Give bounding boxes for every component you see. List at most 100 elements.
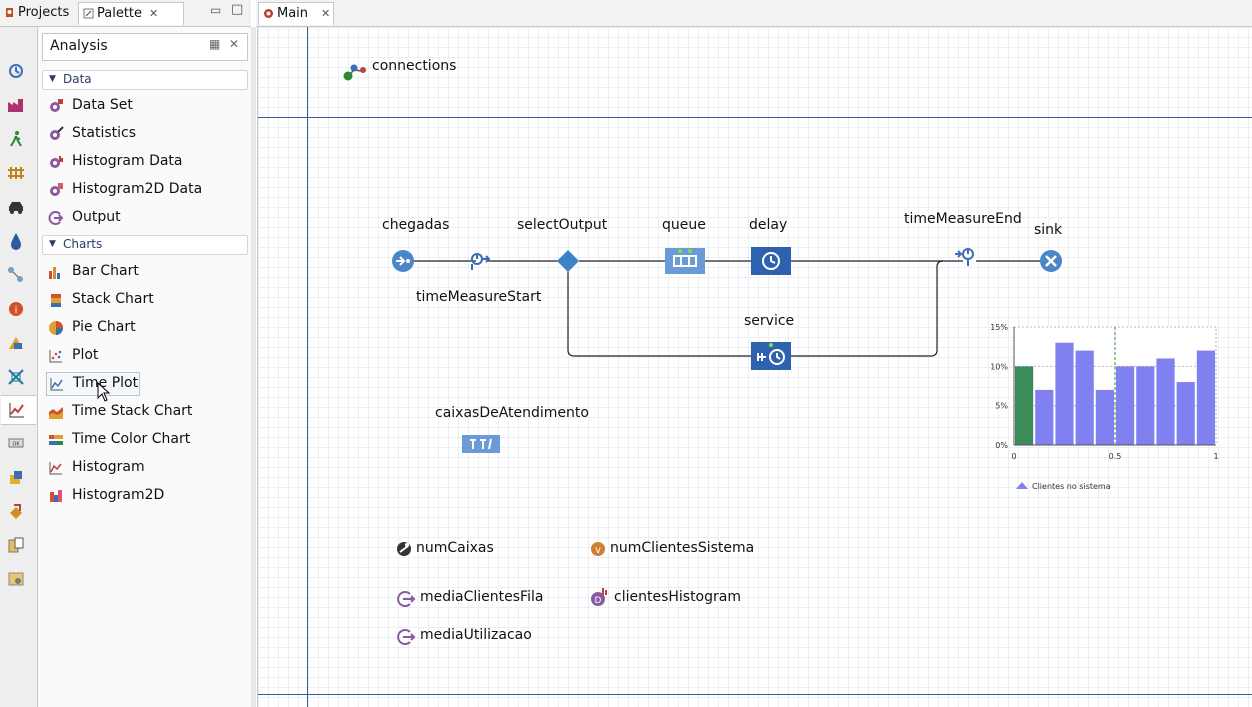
frame-line-vertical <box>307 27 308 707</box>
chart-y-tick-label: 10% <box>990 362 1008 371</box>
my-library-icon[interactable] <box>6 569 26 589</box>
presentation-icon[interactable] <box>6 333 26 353</box>
connectivity-icon[interactable] <box>6 535 26 555</box>
palette-item-pie-chart[interactable]: Pie Chart <box>46 317 246 339</box>
palette-item-time-color-chart[interactable]: Time Color Chart <box>46 429 246 451</box>
palette-item-histogram[interactable]: Histogram <box>46 457 246 479</box>
view-mode-icon[interactable]: ▦ <box>209 37 221 51</box>
statechart-icon[interactable] <box>6 265 26 285</box>
palette-item-label: Histogram2D <box>72 487 165 503</box>
process-library-icon[interactable] <box>6 61 26 81</box>
graphical-editor-canvas[interactable]: connections chegadas timeMeasureStart se… <box>257 27 1252 707</box>
stack-chart-icon <box>51 294 61 307</box>
chart-x-tick-label: 0.5 <box>1109 452 1122 461</box>
block-label-chegadas: chegadas <box>382 217 450 233</box>
rail-icon[interactable] <box>6 163 26 183</box>
resource-pool-icon[interactable] <box>461 434 501 454</box>
queue-block-icon[interactable] <box>664 246 706 276</box>
chart-legend-swatch <box>1016 482 1028 489</box>
fluid-icon[interactable] <box>6 231 26 251</box>
3d-objects-icon[interactable] <box>6 501 26 521</box>
palette-icon <box>83 8 94 19</box>
chart-legend-label: Clientes no sistema <box>1032 482 1111 491</box>
delay-block-icon[interactable] <box>750 246 792 276</box>
pictures-icon[interactable] <box>6 467 26 487</box>
tab-main[interactable]: Main ✕ <box>258 2 334 25</box>
palette-item-histogram2d[interactable]: Histogram2D <box>46 485 246 507</box>
analysis-category-button[interactable] <box>1 395 36 425</box>
palette-item-time-stack-chart[interactable]: Time Stack Chart <box>46 401 246 423</box>
section-data[interactable]: ▼ Data <box>42 70 248 90</box>
block-label-timeMeasureEnd: timeMeasureEnd <box>904 211 1022 227</box>
histogram-data-icon[interactable]: D <box>590 586 610 608</box>
palette-item-label: Bar Chart <box>72 263 139 279</box>
bar-chart-icon <box>49 267 60 279</box>
output-icon[interactable] <box>396 628 416 646</box>
sink-block-icon[interactable] <box>1039 249 1063 273</box>
chart-bar <box>1196 350 1215 445</box>
controls-icon[interactable]: OK <box>6 433 26 453</box>
tab-palette[interactable]: Palette ✕ <box>78 2 184 25</box>
palette-item-label: Statistics <box>72 125 136 141</box>
pedestrian-icon[interactable] <box>6 129 26 149</box>
connections-icon[interactable] <box>342 60 370 82</box>
palette-item-histogram-data[interactable]: Histogram Data <box>46 151 246 173</box>
palette-item-label: Pie Chart <box>72 319 136 335</box>
histogram2d-data-icon <box>50 183 63 196</box>
variable-label-mediaClientesFila: mediaClientesFila <box>420 589 544 605</box>
splitter[interactable] <box>251 27 256 707</box>
palette-item-label: Histogram <box>72 459 145 475</box>
service-block-icon[interactable] <box>750 341 792 371</box>
analysis-icon <box>9 403 24 418</box>
select-output-icon[interactable] <box>555 248 581 274</box>
projects-icon <box>6 8 13 17</box>
chart-bar <box>1156 358 1175 445</box>
time-stack-chart-icon <box>49 407 63 419</box>
model-icon <box>264 9 273 18</box>
svg-text:i: i <box>15 305 18 316</box>
close-icon[interactable]: ✕ <box>149 7 159 20</box>
chart-y-tick-label: 0% <box>995 441 1008 450</box>
chart-bar <box>1136 366 1155 445</box>
section-data-label: Data <box>63 72 92 86</box>
palette-item-histogram2d-data[interactable]: Histogram2D Data <box>46 179 246 201</box>
chart-bar <box>1116 366 1135 445</box>
palette-item-bar-chart[interactable]: Bar Chart <box>46 261 246 283</box>
chart-bar <box>1095 389 1114 445</box>
output-icon[interactable] <box>396 590 416 608</box>
plot-icon <box>49 350 62 363</box>
variable-icon[interactable]: v <box>590 541 606 557</box>
car-icon[interactable] <box>6 197 26 217</box>
histogram-data-icon <box>50 156 63 168</box>
agent-icon[interactable]: i <box>6 299 26 319</box>
palette-item-stack-chart[interactable]: Stack Chart <box>46 289 246 311</box>
palette-item-statistics[interactable]: Statistics <box>46 123 246 145</box>
palette-item-plot[interactable]: Plot <box>46 345 246 367</box>
maximize-icon[interactable]: □ <box>231 2 244 17</box>
chart-y-tick-label: 5% <box>995 402 1008 411</box>
tab-projects[interactable]: Projects <box>0 2 88 24</box>
block-label-service: service <box>744 313 795 329</box>
svg-text:OK: OK <box>12 442 20 448</box>
palette-panel: Analysis ▦ ✕ ▼ Data Data Set Statistics … <box>38 27 252 707</box>
minimize-icon[interactable]: ▭ <box>210 3 222 17</box>
time-measure-start-icon[interactable] <box>469 250 491 272</box>
palette-item-label: Histogram2D Data <box>72 181 203 197</box>
chart-y-tick-label: 15% <box>990 323 1008 332</box>
source-block-icon[interactable] <box>391 249 415 273</box>
frame-line-top <box>258 117 1252 118</box>
output-icon <box>48 211 64 225</box>
parameter-icon[interactable] <box>396 541 412 557</box>
factory-icon[interactable] <box>6 95 26 115</box>
section-charts[interactable]: ▼ Charts <box>42 235 248 255</box>
space-markup-icon[interactable] <box>6 367 26 387</box>
flowchart-connectors <box>403 260 1040 357</box>
close-icon[interactable]: ✕ <box>321 7 331 20</box>
palette-item-data-set[interactable]: Data Set <box>46 95 246 117</box>
block-label-delay: delay <box>749 217 788 233</box>
time-measure-end-icon[interactable] <box>954 244 978 268</box>
close-icon[interactable]: ✕ <box>229 37 240 51</box>
palette-item-time-plot[interactable]: Time Plot <box>46 372 140 396</box>
palette-item-output[interactable]: Output <box>46 207 246 229</box>
